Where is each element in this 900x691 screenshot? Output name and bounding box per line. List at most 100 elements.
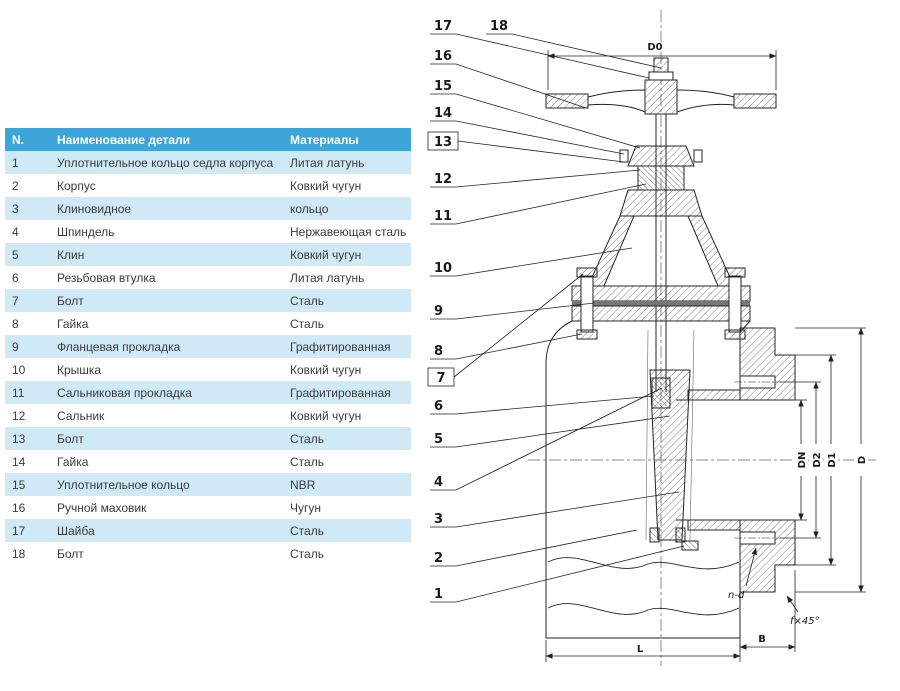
- pipe-bore: [676, 389, 795, 531]
- wedge-ring-right: [675, 527, 686, 543]
- dim-label-dn: DN: [797, 452, 808, 469]
- dim-label-chamfer: f×45°: [790, 616, 820, 627]
- flange-bolt-right: [728, 275, 742, 333]
- wedge-ring-left: [649, 527, 660, 543]
- seat-ring: [681, 540, 699, 551]
- part-name: Фланцевая прокладка: [57, 339, 181, 354]
- table-row: 18 Болт Сталь: [5, 542, 411, 565]
- callout-13: 13: [434, 135, 452, 150]
- handwheel: [545, 57, 777, 115]
- part-number: 8: [12, 316, 19, 331]
- callout-14: 14: [434, 106, 452, 121]
- part-material: Ковкий чугун: [290, 247, 362, 262]
- callout-6: 6: [434, 399, 443, 414]
- part-number: 15: [12, 477, 26, 492]
- callout-4: 4: [434, 475, 443, 490]
- bonnet-flange-joint: [571, 267, 751, 340]
- dim-label-d1: D1: [827, 452, 838, 467]
- part-name: Ручной маховик: [57, 500, 147, 515]
- header-material: Материалы: [290, 132, 359, 147]
- part-material: Литая латунь: [290, 155, 365, 170]
- part-material: Нержавеющая сталь: [290, 224, 407, 239]
- part-name: Клин: [57, 247, 85, 262]
- valve-drawing: D0 DN D2 D1 D: [420, 0, 900, 686]
- callout-7: 7: [436, 371, 445, 386]
- header-num: N.: [12, 132, 24, 147]
- part-material: Литая латунь: [290, 270, 365, 285]
- table-row: 3 Клиновидное кольцо: [5, 197, 411, 220]
- part-number: 18: [12, 546, 26, 561]
- part-number: 3: [12, 201, 19, 216]
- part-number: 14: [12, 454, 26, 469]
- dim-label-n-d: n-d: [728, 590, 745, 601]
- table-header-row: N. Наименование детали Материалы: [5, 128, 411, 151]
- table-row: 4 Шпиндель Нержавеющая сталь: [5, 220, 411, 243]
- part-number: 10: [12, 362, 26, 377]
- part-material: NBR: [290, 477, 316, 492]
- handwheel-bolt: [653, 57, 669, 73]
- callout-8: 8: [434, 344, 443, 359]
- wedge-assembly: [649, 369, 699, 551]
- packing: [637, 165, 685, 191]
- part-number: 4: [12, 224, 19, 239]
- part-number: 12: [12, 408, 26, 423]
- gland-bolt-left: [619, 149, 629, 163]
- part-name: Корпус: [57, 178, 96, 193]
- part-material: Сталь: [290, 316, 324, 331]
- part-name: Уплотнительное кольцо: [57, 477, 190, 492]
- callout-3: 3: [434, 512, 443, 527]
- dim-label-d0: D0: [647, 42, 662, 53]
- part-material: кольцо: [290, 201, 329, 216]
- part-number: 2: [12, 178, 19, 193]
- gland-bolt-right: [693, 149, 703, 163]
- table-row: 14 Гайка Сталь: [5, 450, 411, 473]
- part-name: Сальниковая прокладка: [57, 385, 192, 400]
- part-material: Ковкий чугун: [290, 178, 362, 193]
- callout-5: 5: [434, 432, 443, 447]
- callout-18: 18: [490, 19, 508, 34]
- callout-17: 17: [434, 19, 452, 34]
- part-material: Сталь: [290, 293, 324, 308]
- part-material: Ковкий чугун: [290, 362, 362, 377]
- table-row: 5 Клин Ковкий чугун: [5, 243, 411, 266]
- header-name: Наименование детали: [57, 132, 191, 147]
- valve-body: [545, 320, 751, 639]
- callout-2: 2: [434, 551, 443, 566]
- part-name: Гайка: [57, 316, 89, 331]
- part-name: Шпиндель: [57, 224, 115, 239]
- part-name: Болт: [57, 431, 84, 446]
- callout-1: 1: [434, 587, 443, 602]
- centerlines: [528, 10, 878, 666]
- dim-label-d: D: [857, 456, 868, 464]
- part-name: Резьбовая втулка: [57, 270, 156, 285]
- part-material: Сталь: [290, 454, 324, 469]
- part-name: Шайба: [57, 523, 95, 538]
- dim-label-d2: D2: [812, 452, 823, 467]
- table-row: 13 Болт Сталь: [5, 427, 411, 450]
- part-name: Сальник: [57, 408, 105, 423]
- part-number: 1: [12, 155, 19, 170]
- stem-nut: [651, 377, 671, 409]
- dim-label-l: L: [637, 644, 644, 655]
- part-number: 16: [12, 500, 26, 515]
- callout-9: 9: [434, 304, 443, 319]
- part-number: 6: [12, 270, 19, 285]
- part-material: Сталь: [290, 431, 324, 446]
- callout-12: 12: [434, 172, 452, 187]
- part-name: Клиновидное: [57, 201, 132, 216]
- part-number: 13: [12, 431, 26, 446]
- part-material: Сталь: [290, 546, 324, 561]
- table-row: 2 Корпус Ковкий чугун: [5, 174, 411, 197]
- dimensions: D0 DN D2 D1 D: [545, 42, 868, 662]
- part-number: 5: [12, 247, 19, 262]
- part-name: Болт: [57, 546, 84, 561]
- part-name: Гайка: [57, 454, 89, 469]
- flange-gasket: [572, 301, 750, 306]
- table-row: 15 Уплотнительное кольцо NBR: [5, 473, 411, 496]
